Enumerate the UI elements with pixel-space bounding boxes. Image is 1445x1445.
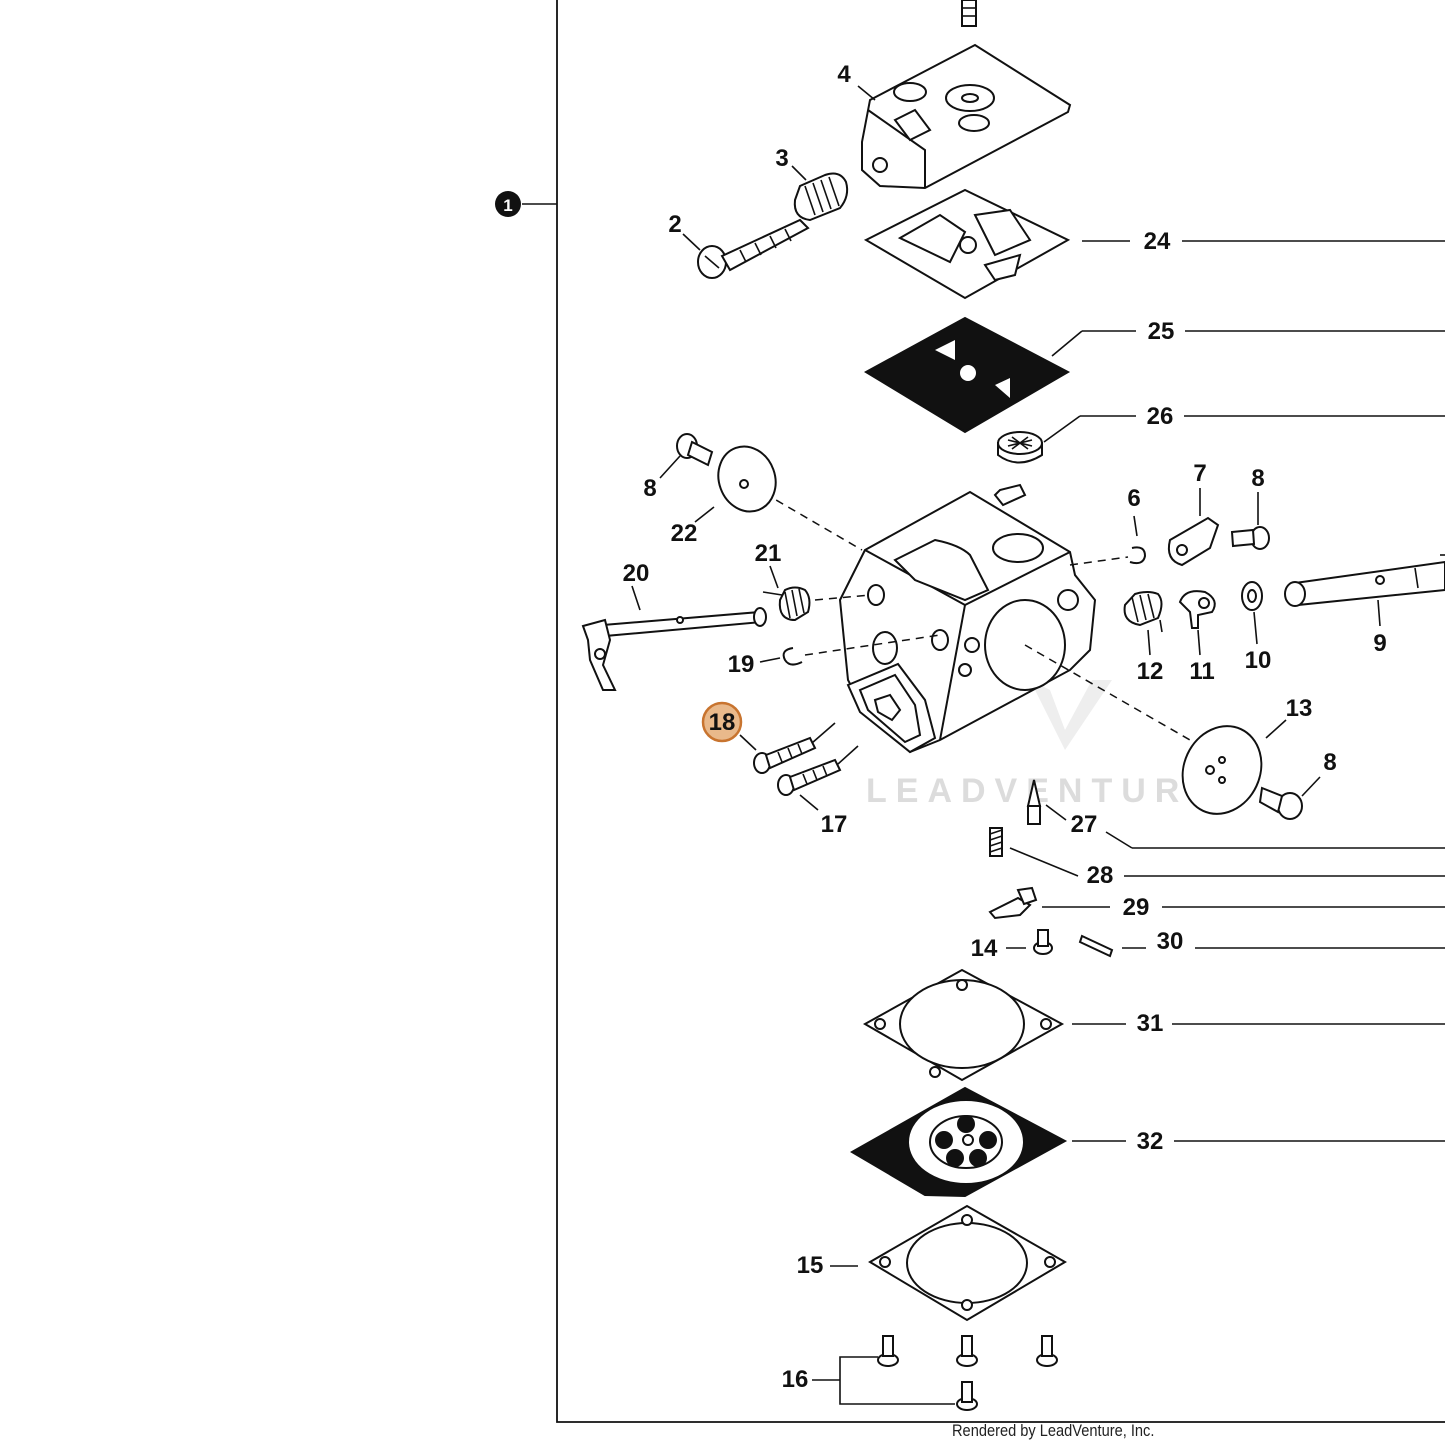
callout-9[interactable]: 9 <box>1373 630 1386 657</box>
callout-27[interactable]: 27 <box>1071 811 1098 838</box>
callout-17[interactable]: 17 <box>821 811 848 838</box>
mixture-screw-part-17[interactable] <box>777 745 859 796</box>
callout-labels: 2 3 4 6 7 8 8 8 9 10 11 12 13 14 15 16 1… <box>623 61 1387 1393</box>
leader-2 <box>682 233 701 251</box>
leader-11 <box>1197 629 1201 656</box>
leader-13 <box>1265 719 1287 739</box>
callout-19[interactable]: 19 <box>728 651 755 678</box>
callout-13[interactable]: 13 <box>1286 695 1313 722</box>
screw-part-8-lower[interactable] <box>1258 786 1303 820</box>
leader-21 <box>769 565 779 589</box>
leader-26 <box>1043 415 1081 443</box>
callout-8-lower[interactable]: 8 <box>1323 749 1336 776</box>
callout-8-right[interactable]: 8 <box>1251 465 1264 492</box>
choke-shaft-part-9[interactable] <box>1284 554 1445 607</box>
callout-2[interactable]: 2 <box>668 211 681 238</box>
callout-21[interactable]: 21 <box>755 540 782 567</box>
lever-part-7[interactable] <box>1167 516 1220 567</box>
callout-16[interactable]: 16 <box>782 1366 809 1393</box>
leader-3 <box>791 165 807 181</box>
callout-31[interactable]: 31 <box>1137 1010 1164 1037</box>
watermark-text: LEADVENTURE <box>866 772 1220 810</box>
screw-part-8-left[interactable] <box>676 433 714 467</box>
callout-28[interactable]: 28 <box>1087 862 1114 889</box>
callout-7[interactable]: 7 <box>1193 460 1206 487</box>
choke-plate-part-13[interactable] <box>1169 713 1276 827</box>
clip-part-6[interactable] <box>1129 546 1147 565</box>
spring-part-3[interactable] <box>793 172 849 222</box>
leader-8a <box>659 455 681 479</box>
callout-29[interactable]: 29 <box>1123 894 1150 921</box>
callout-20[interactable]: 20 <box>623 560 650 587</box>
metering-gasket-part-31[interactable] <box>862 968 1065 1082</box>
highlight-badge-18[interactable] <box>701 701 743 743</box>
callout-25[interactable]: 25 <box>1148 318 1175 345</box>
screw-part-14[interactable] <box>1033 929 1053 955</box>
throttle-shaft-part-20[interactable] <box>581 607 767 691</box>
leader-18 <box>739 734 757 751</box>
callout-24[interactable]: 24 <box>1144 228 1171 255</box>
cover-screws-part-16[interactable] <box>877 1335 1058 1411</box>
leader-22 <box>694 506 715 523</box>
long-screw-part-2[interactable] <box>697 218 810 279</box>
reference-lines <box>1082 240 1445 1142</box>
leader-16 <box>839 1356 955 1405</box>
leader-4 <box>857 85 876 101</box>
clip-part-19[interactable] <box>782 647 803 666</box>
callout-32[interactable]: 32 <box>1137 1128 1164 1155</box>
cam-part-11[interactable] <box>1178 590 1216 629</box>
leader-9 <box>1377 599 1381 627</box>
assembly-frame <box>556 0 1445 1423</box>
spring-part-21[interactable] <box>762 586 811 622</box>
footer-credit: Rendered by LeadVenture, Inc. <box>952 1421 1155 1440</box>
leader-25 <box>1051 330 1083 357</box>
leader-27 <box>1045 804 1067 821</box>
mixture-screw-part-18[interactable] <box>753 722 836 774</box>
leader-27b <box>1105 831 1133 849</box>
callout-26[interactable]: 26 <box>1147 403 1174 430</box>
throttle-plate-part-22[interactable] <box>709 438 784 519</box>
leader-12 <box>1147 629 1151 656</box>
pump-gasket-part-24[interactable] <box>863 188 1071 300</box>
inlet-needle-part-27[interactable] <box>1026 779 1042 825</box>
assembly-marker-label: 1 <box>503 196 512 215</box>
inlet-lever-part-29[interactable] <box>988 886 1038 920</box>
callout-4[interactable]: 4 <box>837 61 851 88</box>
callout-8-left[interactable]: 8 <box>643 475 656 502</box>
callout-6[interactable]: 6 <box>1127 485 1140 512</box>
callout-3[interactable]: 3 <box>775 145 788 172</box>
callout-18[interactable]: 18 <box>709 709 736 736</box>
callout-11[interactable]: 11 <box>1189 658 1214 685</box>
leader-8c <box>1301 776 1321 797</box>
leader-28 <box>1009 847 1079 877</box>
leader-6 <box>1133 515 1138 537</box>
metering-cover-part-15[interactable] <box>868 1204 1067 1322</box>
callout-30[interactable]: 30 <box>1157 928 1184 955</box>
metering-diaphragm-part-32[interactable] <box>850 1086 1068 1198</box>
pin-part-30[interactable] <box>1078 934 1114 958</box>
callout-15[interactable]: 15 <box>797 1252 824 1279</box>
leader-20 <box>631 585 641 611</box>
callout-12[interactable]: 12 <box>1137 658 1164 685</box>
pump-cover-part-4[interactable] <box>861 43 1072 190</box>
callout-14[interactable]: 14 <box>971 935 998 962</box>
pump-diaphragm-part-25[interactable] <box>863 316 1071 434</box>
screw-top[interactable] <box>961 0 977 27</box>
watermark-logo <box>1030 680 1112 750</box>
leader-19 <box>759 657 781 663</box>
screw-part-8-right[interactable] <box>1230 526 1270 550</box>
washer-part-10[interactable] <box>1241 581 1263 611</box>
spring-part-28[interactable] <box>989 827 1003 857</box>
assembly-marker-badge[interactable] <box>495 191 521 217</box>
leader-10 <box>1253 611 1258 645</box>
spring-part-12[interactable] <box>1123 591 1163 633</box>
callout-22[interactable]: 22 <box>671 520 698 547</box>
filter-screen-part-26[interactable] <box>997 431 1043 464</box>
callout-10[interactable]: 10 <box>1245 647 1272 674</box>
leader-17 <box>799 794 819 811</box>
